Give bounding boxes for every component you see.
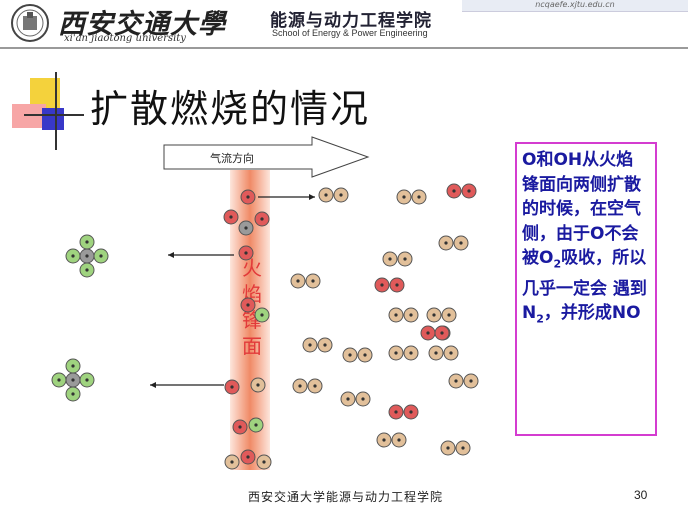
school-logo-icon [11,4,49,42]
decor-blue-square [42,108,64,130]
school-name-cn: 西安交通大學 [58,9,226,40]
explanation-text-3: ，并形成NO [543,303,641,324]
department-name-en: School of Energy & Power Engineering [272,28,428,38]
page-number: 30 [634,488,648,502]
decor-red-square [12,104,46,128]
slide-title: 扩散燃烧的情况 [90,87,371,131]
diffusion-diagram: 气流方向 火焰锋面 [51,136,479,470]
explanation-sub-1: 2 [553,257,562,271]
header: 西安交通大學 xi'an jiaotong university 能源与动力工程… [0,0,688,49]
url-fragment[interactable]: ncqaefe.xjtu.edu.cn [462,0,688,12]
footer-institution: 西安交通大学能源与动力工程学院 [248,490,444,504]
explanation-sub-2: 2 [536,312,544,326]
flow-direction-label: 气流方向 [210,151,254,165]
school-name-en: xi'an jiaotong university [64,33,186,44]
decor-vertical-line [55,72,57,150]
explanation-text-1: O和OH从火焰锋面向两侧扩散的时候，在空气侧，由于O不会被O [522,150,641,268]
decor-horizontal-line [24,114,84,116]
explanation-box: O和OH从火焰锋面向两侧扩散的时候，在空气侧，由于O不会被O2吸收，所以几乎一定… [515,142,657,436]
department-name-cn: 能源与动力工程学院 [270,11,432,31]
explanation-text-2: 吸收，所以几乎一定会 遇到N [522,248,647,324]
header-divider [0,47,688,49]
flow-arrow-icon [163,136,370,178]
